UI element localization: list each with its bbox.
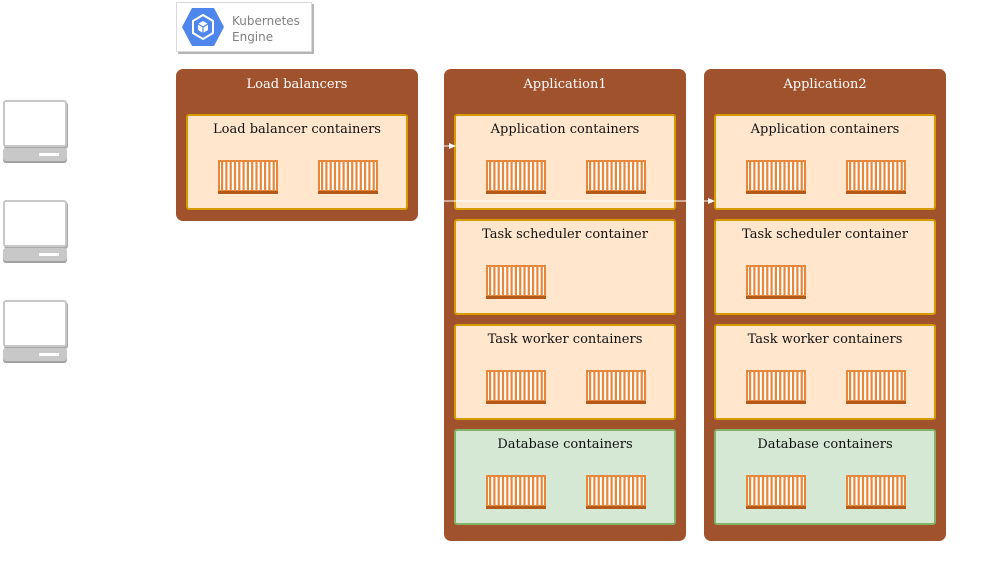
database-containers-group: Database containers <box>454 429 676 525</box>
container-icon <box>846 475 906 509</box>
application1-panel: Application1 Application containers Task… <box>444 69 686 541</box>
kubernetes-engine-label: Kubernetes Engine <box>232 13 308 45</box>
laptop-icon <box>3 300 67 363</box>
group-title: Database containers <box>757 437 893 452</box>
container-icon <box>746 370 806 404</box>
panel-title: Application1 <box>523 77 607 92</box>
container-icon <box>318 160 378 194</box>
load-balancers-panel: Load balancers Load balancer containers <box>176 69 418 221</box>
container-icon <box>746 265 806 299</box>
kubernetes-engine-badge: Kubernetes Engine <box>176 2 312 52</box>
container-icon <box>486 265 546 299</box>
kubernetes-label-line2: Engine <box>232 30 274 44</box>
container-icon <box>486 370 546 404</box>
application2-panel: Application2 Application containers Task… <box>704 69 946 541</box>
container-icon <box>586 370 646 404</box>
application-containers-group: Application containers <box>714 114 936 210</box>
container-icon <box>486 160 546 194</box>
container-icon <box>218 160 278 194</box>
task-scheduler-container-group: Task scheduler container <box>454 219 676 315</box>
kubernetes-engine-icon <box>182 8 224 46</box>
container-icon <box>746 160 806 194</box>
group-title: Load balancer containers <box>213 122 381 137</box>
container-icon <box>746 475 806 509</box>
application-containers-group: Application containers <box>454 114 676 210</box>
laptop-icon <box>3 100 67 163</box>
database-containers-group: Database containers <box>714 429 936 525</box>
container-icon <box>586 475 646 509</box>
panel-title: Load balancers <box>246 77 348 92</box>
laptop-icon <box>3 200 67 263</box>
container-icon <box>586 160 646 194</box>
group-title: Task worker containers <box>747 332 903 347</box>
group-title: Task worker containers <box>487 332 643 347</box>
group-title: Database containers <box>497 437 633 452</box>
container-icon <box>846 370 906 404</box>
kubernetes-label-line1: Kubernetes <box>232 14 300 28</box>
group-title: Task scheduler container <box>482 227 648 242</box>
task-scheduler-container-group: Task scheduler container <box>714 219 936 315</box>
task-worker-containers-group: Task worker containers <box>714 324 936 420</box>
group-title: Application containers <box>750 122 900 137</box>
group-title: Application containers <box>490 122 640 137</box>
task-worker-containers-group: Task worker containers <box>454 324 676 420</box>
container-icon <box>846 160 906 194</box>
load-balancer-containers-group: Load balancer containers <box>186 114 408 210</box>
container-icon <box>486 475 546 509</box>
group-title: Task scheduler container <box>742 227 908 242</box>
panel-title: Application2 <box>783 77 867 92</box>
